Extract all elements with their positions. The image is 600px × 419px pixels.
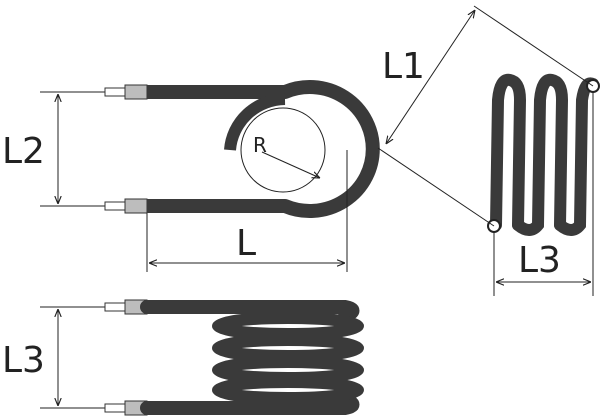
front-coil-turn-3 — [212, 356, 364, 384]
front-coil-turn-2 — [212, 334, 364, 362]
front-terminal-pin-bottom — [104, 403, 126, 413]
l3-front-label: L3 — [2, 340, 45, 381]
terminal-sleeve-bottom — [124, 198, 148, 214]
l1-label: L1 — [382, 46, 425, 87]
coil-highlight-3 — [527, 94, 530, 221]
coil-highlight-4 — [569, 94, 572, 221]
coil-highlight-2 — [549, 91, 552, 221]
loop-heater-view: R L2 L — [2, 80, 380, 272]
coil-turn-2 — [512, 73, 569, 236]
front-terminal-pin-top — [104, 302, 126, 312]
coil-front-view: L3 — [2, 299, 364, 416]
front-tube-top-lead — [140, 300, 360, 323]
l1-extension-bottom — [377, 147, 495, 227]
terminal-pin-bottom — [104, 201, 126, 211]
front-coil-turn-1 — [212, 312, 364, 340]
l-label: L — [236, 223, 256, 264]
l1-extension-top — [473, 5, 594, 87]
terminal-sleeve-top — [124, 84, 148, 100]
heater-tube-inner-turn — [224, 93, 286, 151]
l3-side-label: L3 — [518, 240, 561, 281]
coil-side-view: L1 L3 — [377, 5, 600, 296]
radius-label: R — [253, 133, 267, 157]
heater-tube-loop — [147, 80, 380, 218]
front-tube-bottom-lead — [140, 393, 360, 415]
coil-turn-1 — [490, 73, 527, 231]
coil-highlight-1 — [507, 91, 510, 221]
l1-dimension-line — [386, 10, 475, 144]
l2-label: L2 — [2, 131, 45, 172]
radius-line — [261, 151, 320, 178]
front-coil-turn-4 — [212, 376, 364, 404]
terminal-pin-top — [104, 87, 126, 97]
